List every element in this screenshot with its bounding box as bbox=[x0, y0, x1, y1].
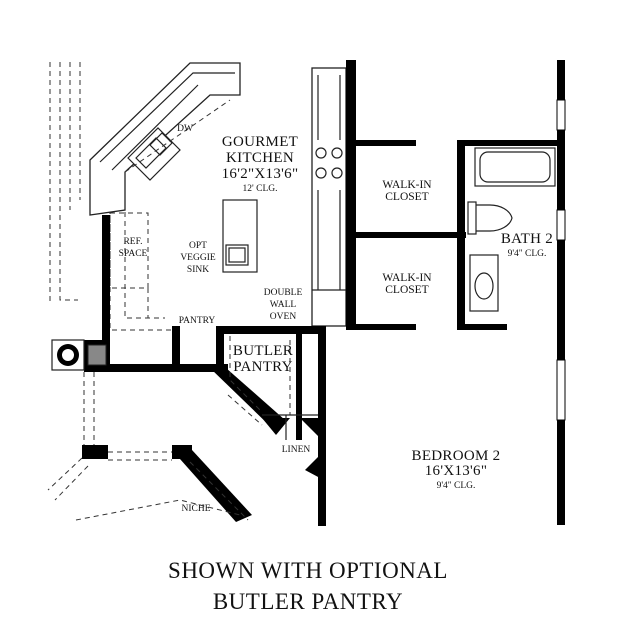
caption-line2: BUTLER PANTRY bbox=[213, 589, 403, 614]
bath-2-ceiling: 9'4" CLG. bbox=[508, 249, 547, 259]
veggie-sink-line3: SINK bbox=[187, 265, 209, 275]
right-windows bbox=[556, 99, 566, 421]
double-wall-oven-line3: OVEN bbox=[270, 312, 297, 322]
bedroom-2-name: BEDROOM 2 bbox=[412, 448, 501, 464]
bath-2-name: BATH 2 bbox=[501, 231, 553, 247]
butler-pantry-line1: BUTLER bbox=[233, 343, 293, 359]
ref-space-line1: REF. bbox=[123, 237, 142, 247]
kitchen-size: 16'2"X13'6" bbox=[222, 166, 299, 182]
fireplace bbox=[51, 339, 107, 371]
veggie-sink-line2: VEGGIE bbox=[180, 253, 216, 263]
walk-in-closet-1-line2: CLOSET bbox=[385, 191, 428, 203]
bedroom-2-ceiling: 9'4" CLG. bbox=[437, 481, 476, 491]
walk-in-closet-1-line1: WALK-IN bbox=[382, 179, 432, 191]
lower-left-dashed-walls bbox=[47, 372, 249, 521]
butler-pantry-line2: PANTRY bbox=[233, 359, 293, 375]
wall-oven-column bbox=[311, 67, 347, 327]
bedroom-2-size: 16'X13'6" bbox=[425, 463, 488, 479]
kitchen-counter bbox=[89, 62, 241, 216]
kitchen-name-line2: KITCHEN bbox=[226, 150, 294, 166]
caption-line1: SHOWN WITH OPTIONAL bbox=[168, 558, 448, 583]
kitchen-sink bbox=[127, 127, 181, 181]
niche-label: NICHE bbox=[181, 504, 210, 514]
ref-space-box bbox=[109, 212, 149, 289]
veggie-sink-line1: OPT bbox=[189, 241, 207, 251]
linen-label: LINEN bbox=[282, 445, 311, 455]
left-dashed-outlines bbox=[49, 62, 81, 305]
double-wall-oven-line2: WALL bbox=[270, 300, 297, 310]
kitchen-island bbox=[222, 199, 258, 273]
walk-in-closet-2-line2: CLOSET bbox=[385, 284, 428, 296]
double-wall-oven-line1: DOUBLE bbox=[264, 288, 303, 298]
kitchen-name-line1: GOURMET bbox=[222, 134, 298, 150]
pantry-label: PANTRY bbox=[179, 316, 216, 326]
ref-space-line2: SPACE bbox=[119, 249, 148, 259]
linen-closet bbox=[262, 414, 320, 478]
dishwasher-label: DW bbox=[177, 124, 193, 134]
walk-in-closet-2-line1: WALK-IN bbox=[382, 272, 432, 284]
walls bbox=[82, 60, 565, 526]
bath-fixtures bbox=[467, 147, 556, 312]
butler-pantry-shelving bbox=[227, 336, 291, 426]
kitchen-ceiling: 12' CLG. bbox=[243, 184, 278, 194]
